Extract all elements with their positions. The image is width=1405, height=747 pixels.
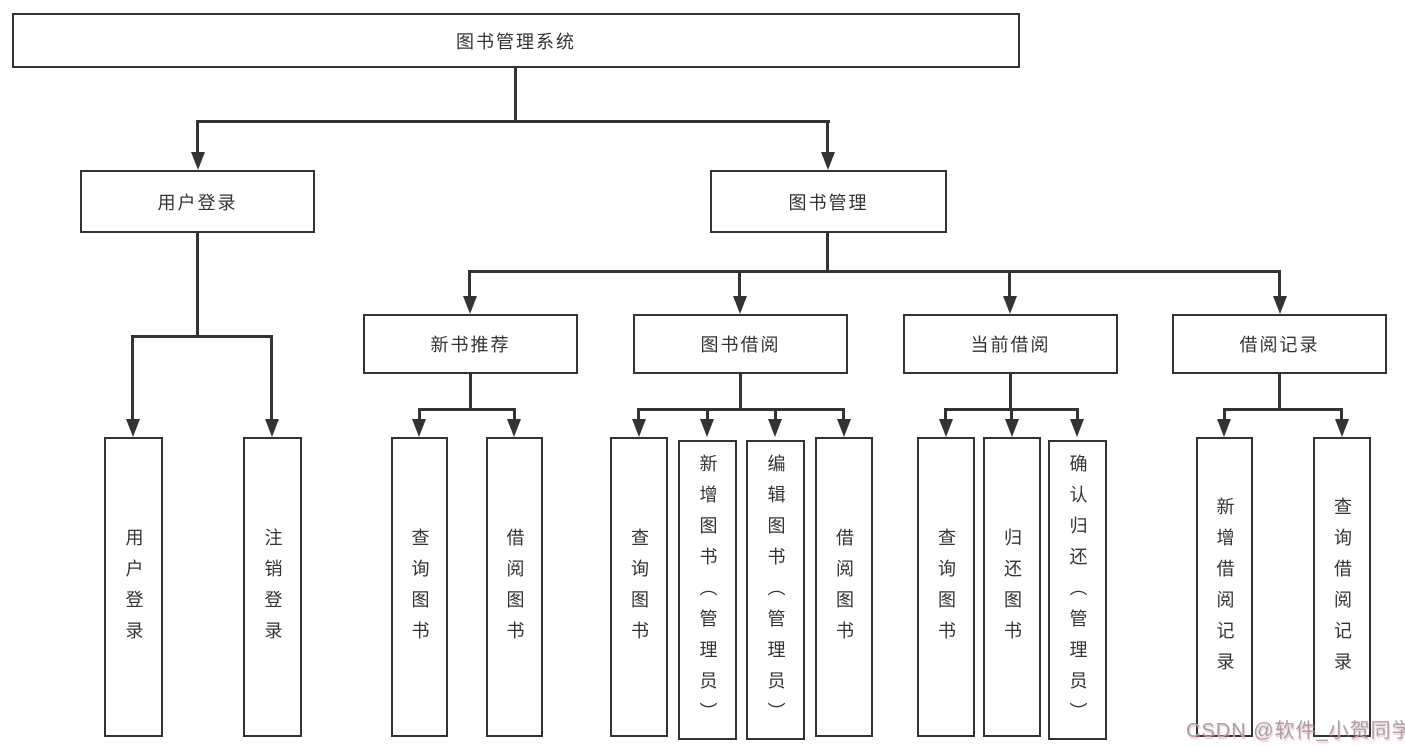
leaf-borrow-books-2: 借阅图书 [815,437,873,737]
connector-vline [944,408,947,421]
leaf-edit-books-admin: 编辑图书（管理员） [746,440,805,740]
connector-vline [270,335,273,421]
connector-hline [196,120,830,123]
node-book-management: 图书管理 [710,170,947,233]
leaf-query-borrow-record: 查询借阅记录 [1313,437,1371,737]
connector-vline [1278,270,1281,298]
arrowhead-down-icon [463,296,477,314]
node-user-login: 用户登录 [80,170,315,233]
node-library-system: 图书管理系统 [12,13,1020,68]
leaf-add-borrow-record: 新增借阅记录 [1196,437,1253,737]
connector-hline [637,408,845,411]
arrowhead-down-icon [768,419,782,437]
node-book-borrow: 图书借阅 [633,314,848,374]
connector-vline [513,408,516,421]
arrowhead-down-icon [126,419,140,437]
connector-vline [826,233,829,270]
arrowhead-down-icon [412,419,426,437]
connector-vline [468,270,471,298]
arrowhead-down-icon [191,152,205,170]
arrowhead-down-icon [1217,419,1231,437]
leaf-add-books-admin: 新增图书（管理员） [678,440,737,740]
connector-vline [637,408,640,421]
connector-vline [1008,270,1011,298]
leaf-return-books: 归还图书 [983,437,1041,737]
connector-vline [131,335,134,421]
leaf-user-login: 用户登录 [104,437,163,737]
arrowhead-down-icon [632,419,646,437]
leaf-query-books-1: 查询图书 [391,437,448,737]
connector-vline [514,68,517,120]
arrowhead-down-icon [939,419,953,437]
connector-vline [418,408,421,421]
connector-vline [738,270,741,298]
arrowhead-down-icon [1273,296,1287,314]
connector-vline [1223,408,1226,421]
csdn-watermark: CSDN @软件_小贺同学 [1186,720,1405,742]
arrowhead-down-icon [1003,296,1017,314]
connector-vline [706,408,709,421]
arrowhead-down-icon [265,419,279,437]
arrowhead-down-icon [1070,419,1084,437]
node-new-book-recommend: 新书推荐 [363,314,578,374]
connector-vline [196,120,199,154]
arrowhead-down-icon [733,296,747,314]
arrowhead-down-icon [700,419,714,437]
leaf-borrow-books-1: 借阅图书 [486,437,543,737]
node-borrow-records: 借阅记录 [1172,314,1387,374]
connector-hline [131,335,273,338]
connector-vline [774,408,777,421]
arrowhead-down-icon [507,419,521,437]
leaf-query-books-3: 查询图书 [917,437,975,737]
connector-vline [842,408,845,421]
connector-vline [1340,408,1343,421]
connector-hline [1223,408,1343,411]
connector-vline [196,233,199,335]
connector-vline [1076,408,1079,421]
connector-vline [1010,408,1013,421]
connector-hline [468,270,1281,273]
leaf-logout: 注销登录 [243,437,302,737]
arrowhead-down-icon [1335,419,1349,437]
connector-vline [469,374,472,408]
connector-vline [1278,374,1281,408]
leaf-query-books-2: 查询图书 [610,437,668,737]
connector-hline [418,408,516,411]
leaf-confirm-return-admin: 确认归还（管理员） [1048,440,1107,740]
node-current-borrow: 当前借阅 [903,314,1118,374]
arrowhead-down-icon [837,419,851,437]
arrowhead-down-icon [821,152,835,170]
arrowhead-down-icon [1005,419,1019,437]
connector-vline [739,374,742,408]
connector-vline [826,120,829,154]
connector-vline [1009,374,1012,408]
